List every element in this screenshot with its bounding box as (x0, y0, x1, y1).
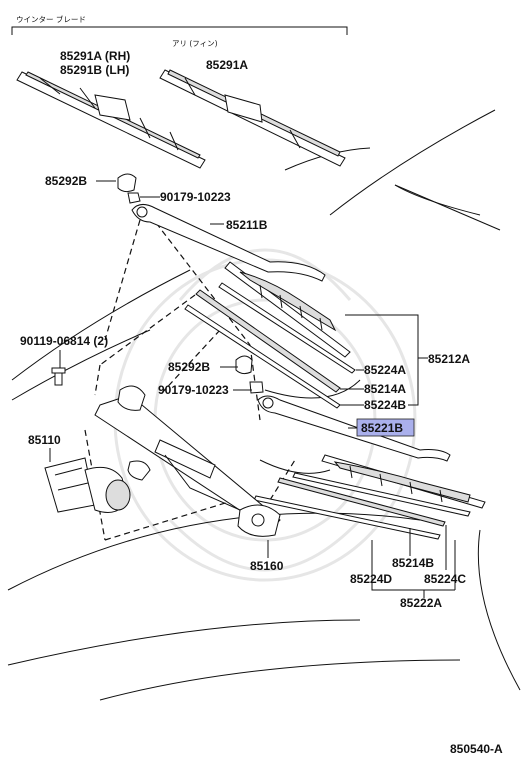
part-label-refill-upper-a[interactable]: 85224A (364, 363, 406, 377)
part-label-link[interactable]: 85160 (250, 559, 284, 573)
part-highlight-box (356, 418, 415, 437)
wiper-refill-lower (253, 472, 471, 540)
part-label-arm-upper[interactable]: 85211B (226, 218, 268, 232)
part-label-rubber-upper[interactable]: 85214A (364, 382, 406, 396)
wiper-blade-rh-lh (16, 71, 206, 169)
part-label-blade-assy-upper[interactable]: 85212A (428, 352, 470, 366)
part-label-cap-upper[interactable]: 85292B (45, 174, 87, 188)
wiper-nut-lower (249, 381, 264, 394)
wiper-cap-lower (235, 355, 253, 375)
wiper-rubber-upper (195, 289, 341, 393)
guide-lines (84, 214, 296, 541)
diagram-id: 850540-A (450, 742, 503, 756)
part-label-nut-lower[interactable]: 90179-10223 (158, 383, 229, 397)
part-label-bolt[interactable]: 90119-06814 (2) (20, 334, 108, 348)
wiper-refill-upper-a (218, 282, 356, 374)
wiper-nut-upper (127, 192, 141, 204)
wiper-cap-upper (117, 173, 137, 193)
option-note: アリ (フィン) (172, 39, 218, 48)
part-label-refill-upper-b[interactable]: 85224B (364, 398, 406, 412)
wiper-blade-assy-lower (321, 454, 486, 509)
part-label-blade-alt[interactable]: 85291A (206, 58, 248, 72)
part-label-arm-lower[interactable]: 85221B (361, 421, 403, 435)
wiper-rubber-lower (277, 477, 446, 527)
wiper-blade-assy-upper (224, 261, 351, 358)
part-label-rubber-lower[interactable]: 85214B (392, 556, 434, 570)
group-bracket (11, 26, 348, 35)
wiper-link-assy (94, 385, 281, 537)
wiper-arm-upper (131, 204, 326, 282)
part-label-cap-lower[interactable]: 85292B (168, 360, 210, 374)
part-label-blade-lh[interactable]: 85291B (LH) (60, 63, 129, 77)
part-label-motor[interactable]: 85110 (28, 433, 61, 447)
part-label-refill-lower-d[interactable]: 85224D (350, 572, 392, 586)
part-label-nut-upper[interactable]: 90179-10223 (160, 190, 231, 204)
wiper-refill-upper-b (184, 304, 341, 409)
wiper-motor (44, 457, 131, 513)
bolt (51, 367, 66, 386)
part-label-refill-lower-c[interactable]: 85224C (424, 572, 466, 586)
group-title: ウインター ブレード (16, 14, 86, 24)
wiper-blade-alt (159, 69, 346, 167)
part-label-blade-rh[interactable]: 85291A (RH) (60, 49, 130, 63)
part-label-blade-assy-lower[interactable]: 85222A (400, 596, 442, 610)
